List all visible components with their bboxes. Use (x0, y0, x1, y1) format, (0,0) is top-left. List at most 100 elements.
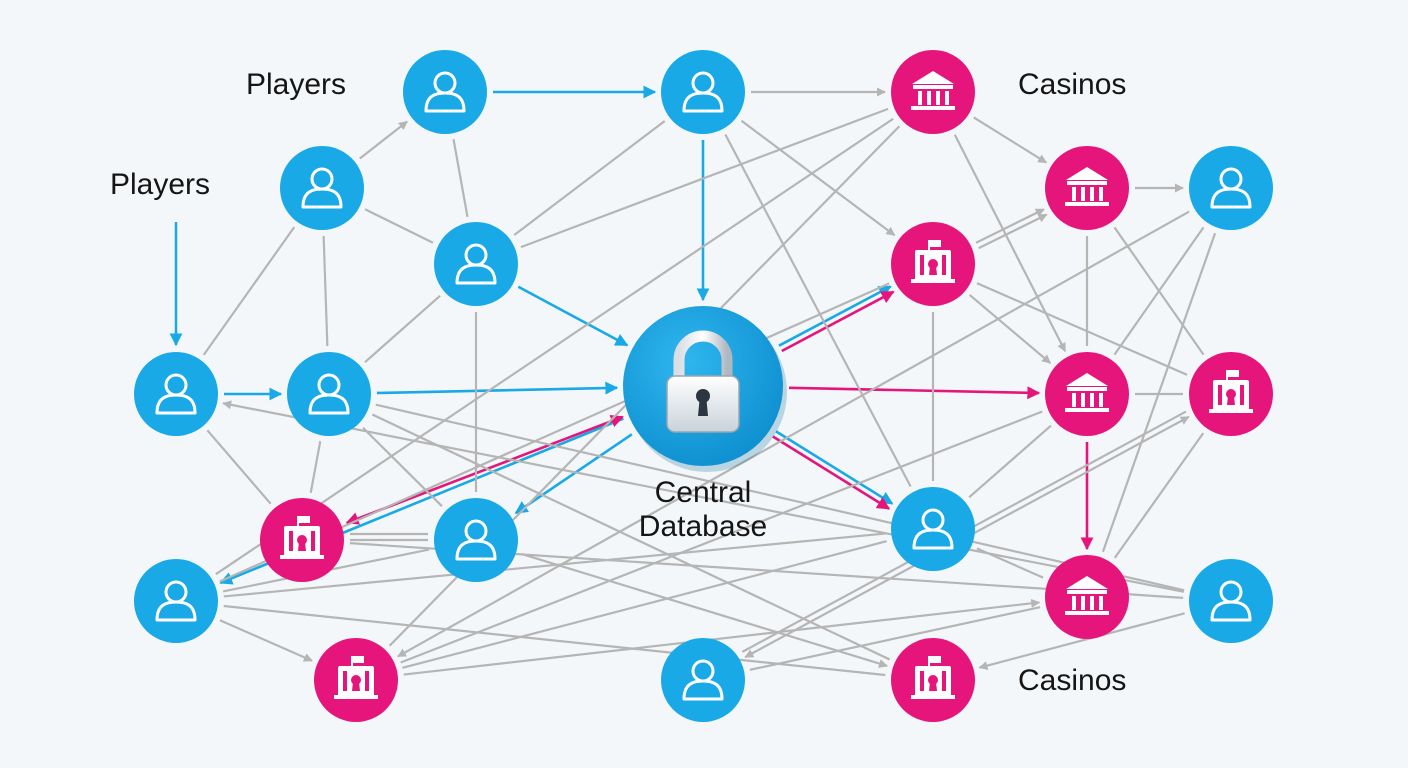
bank-roof (1066, 373, 1108, 386)
person-outline-icon (424, 71, 466, 113)
edge-p4-p6 (364, 294, 441, 364)
flag (1227, 370, 1239, 377)
bank-column (1072, 187, 1076, 201)
edge-c1-c2 (973, 116, 1048, 164)
bank-column (1081, 596, 1085, 610)
edge-p8-c7 (219, 619, 313, 662)
person-body (155, 600, 197, 622)
central-label-line1: Central (654, 476, 752, 509)
locked-building-icon (1209, 370, 1253, 413)
player-node[interactable] (661, 638, 745, 722)
edge-c5-c8 (976, 282, 1188, 376)
flag (298, 516, 310, 523)
player-node[interactable] (1189, 559, 1273, 643)
person-body (682, 679, 724, 701)
edge-p3-p4 (364, 208, 434, 244)
bank-column (1099, 393, 1103, 407)
player-node[interactable] (434, 222, 518, 306)
building-base (280, 555, 324, 559)
central-database-node[interactable] (623, 306, 787, 472)
casino-node[interactable] (314, 638, 398, 722)
casino-circle (1045, 146, 1129, 230)
bank-column (936, 91, 940, 105)
flag-pole (351, 656, 353, 666)
edge-c3-p9 (968, 424, 1052, 499)
casino-node[interactable] (1045, 352, 1129, 436)
locked-building-icon (911, 656, 955, 699)
locked-building-icon (911, 240, 955, 283)
person-body (301, 187, 343, 209)
edge-p9-c4 (976, 547, 1044, 579)
person-outline-icon (682, 659, 724, 701)
casino-node[interactable] (260, 498, 344, 582)
casino-circle (1045, 352, 1129, 436)
building-window (920, 255, 924, 275)
person-outline-icon (308, 373, 350, 415)
edge-p6-db (376, 381, 619, 395)
edge-c3-c7 (400, 410, 1043, 664)
player-node[interactable] (661, 50, 745, 134)
casino-node[interactable] (891, 638, 975, 722)
nodes (134, 50, 1273, 722)
casino-circle (891, 50, 975, 134)
person-body (1210, 187, 1252, 209)
player-node[interactable] (287, 352, 371, 436)
building-window (343, 671, 347, 691)
casinos-label-top: Casinos (1018, 68, 1127, 101)
player-node[interactable] (434, 498, 518, 582)
player-node[interactable] (1189, 146, 1273, 230)
bank-roof (1066, 576, 1108, 589)
person-outline-icon (155, 580, 197, 622)
padlock-keyhole (696, 389, 710, 403)
players-label-top: Players (246, 68, 347, 101)
central-label-line2: Database (638, 510, 768, 543)
casino-node[interactable] (891, 50, 975, 134)
player-node[interactable] (134, 352, 218, 436)
edge-db-c3 (788, 386, 1041, 400)
edge-p11-c4 (1101, 232, 1217, 553)
casino-node[interactable] (891, 222, 975, 306)
bank-beam (913, 85, 953, 89)
edge-p3-p5 (202, 226, 296, 356)
building-window (365, 671, 369, 691)
bank-column (1090, 596, 1094, 610)
person-outline-icon (301, 167, 343, 209)
player-node[interactable] (134, 559, 218, 643)
bank-base (911, 106, 955, 110)
player-node[interactable] (280, 146, 364, 230)
bank-roof (1066, 167, 1108, 180)
locked-building-icon (334, 656, 378, 699)
bank-column (1090, 187, 1094, 201)
person-body (455, 539, 497, 561)
casino-node[interactable] (1189, 352, 1273, 436)
edge-p6-p10 (375, 403, 1185, 592)
edge-p3-p1 (359, 120, 408, 160)
person-outline-icon (455, 243, 497, 285)
bank-column (1081, 393, 1085, 407)
edge-c5-c3 (968, 294, 1052, 364)
person-body (424, 91, 466, 113)
bank-roof (912, 71, 954, 84)
bank-beam (1067, 181, 1107, 185)
edge-p8-p9 (223, 532, 886, 598)
keyhole-slot (352, 682, 360, 691)
casino-node[interactable] (1045, 555, 1129, 639)
edge-db-c5 (778, 285, 892, 347)
player-node[interactable] (891, 487, 975, 571)
building-window (920, 671, 924, 691)
player-node[interactable] (403, 50, 487, 134)
building-window (1240, 385, 1244, 405)
bank-building-icon (1065, 373, 1109, 412)
bank-beam (1067, 387, 1107, 391)
edge-p5-c6 (206, 429, 272, 505)
casino-node[interactable] (1045, 146, 1129, 230)
edge-p7-c9 (521, 553, 888, 668)
person-body (912, 528, 954, 550)
bank-column (1081, 187, 1085, 201)
person-outline-icon (155, 373, 197, 415)
edge-p4-db (517, 285, 629, 347)
edge-c4-p12 (749, 606, 1041, 671)
building-window (289, 531, 293, 551)
person-body (682, 91, 724, 113)
